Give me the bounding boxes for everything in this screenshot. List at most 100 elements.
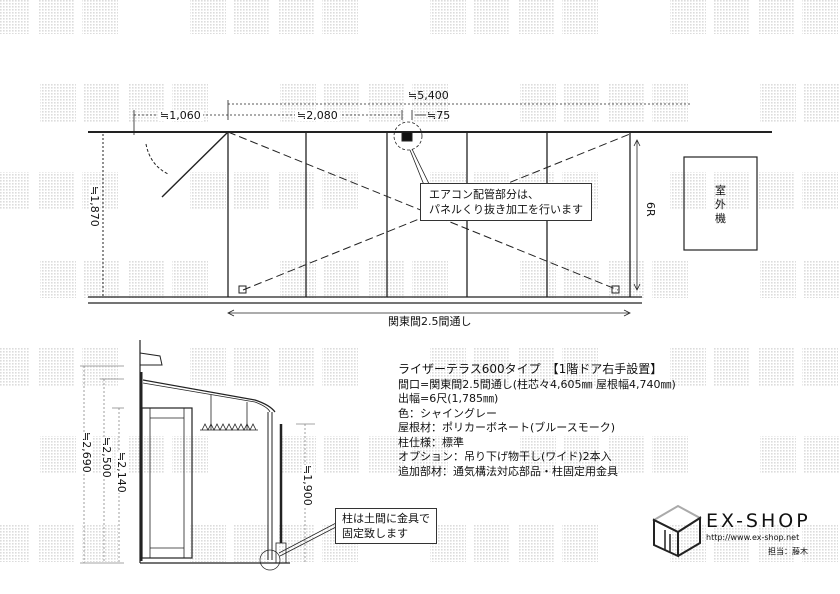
callout-text: 固定致します: [342, 527, 408, 540]
dim-6r: 6R: [644, 202, 657, 217]
watermark-glyph: [190, 0, 226, 34]
watermark-glyph: [670, 0, 706, 34]
watermark-tile: [430, 348, 598, 386]
watermark-glyph: [0, 172, 30, 210]
watermark-glyph: [0, 0, 30, 34]
watermark-tile: [40, 84, 208, 122]
watermark-glyph: [368, 436, 404, 474]
watermark-glyph: [518, 0, 554, 34]
spec-line: 間口=関東間2.5間通し(柱芯々4,605㎜ 屋根幅4,740㎜): [398, 377, 676, 391]
section-view: [80, 340, 337, 571]
watermark-tile: [280, 436, 448, 474]
watermark-glyph: [278, 0, 314, 34]
watermark-tile: [190, 348, 358, 386]
watermark-glyph: [40, 260, 76, 298]
watermark-glyph: [278, 348, 314, 386]
watermark-tile: [0, 172, 118, 210]
watermark-tile: [520, 260, 688, 298]
watermark-glyph: [234, 0, 270, 34]
watermark-glyph: [760, 84, 796, 122]
watermark-glyph: [82, 172, 118, 210]
dim-depth: ≒1,870: [88, 186, 101, 227]
callout-text: エアコン配管部分は、: [429, 188, 539, 201]
watermark-tile: [760, 84, 840, 122]
watermark-glyph: [608, 84, 644, 122]
watermark-glyph: [84, 260, 120, 298]
frontage-label: 関東間2.5間通し: [386, 315, 474, 328]
watermark-glyph: [190, 524, 226, 562]
watermark-glyph: [38, 0, 74, 34]
watermark-glyph: [758, 524, 794, 562]
watermark-glyph: [714, 0, 750, 34]
watermark-glyph: [190, 172, 226, 210]
watermark-glyph: [474, 348, 510, 386]
watermark-glyph: [172, 260, 208, 298]
watermark-glyph: [280, 260, 316, 298]
watermark-tile: [190, 0, 358, 34]
watermark-picture: [0, 0, 840, 562]
watermark-glyph: [670, 348, 706, 386]
watermark-glyph: [652, 260, 688, 298]
watermark-tile: [0, 524, 118, 562]
watermark-glyph: [368, 260, 404, 298]
watermark-glyph: [562, 524, 598, 562]
dim-door-offset: ≒1,060: [158, 109, 203, 122]
watermark-glyph: [38, 524, 74, 562]
watermark-glyph: [234, 348, 270, 386]
watermark-tile: [0, 348, 118, 386]
watermark-glyph: [802, 0, 838, 34]
watermark-tile: [280, 260, 448, 298]
dim-pipe-offset: ≒2,080: [295, 109, 340, 122]
spec-line: 出幅=6尺(1,785㎜): [398, 392, 499, 405]
watermark-glyph: [518, 524, 554, 562]
watermark-glyph: [714, 348, 750, 386]
ex-shop-logo-icon: [651, 504, 702, 558]
height-2500: ≒2,500: [100, 437, 113, 478]
watermark-glyph: [0, 348, 30, 386]
post-base: [611, 285, 620, 294]
watermark-glyph: [172, 436, 208, 474]
brand-url[interactable]: http://www.ex-shop.net: [706, 533, 800, 542]
height-2140: ≒2,140: [115, 452, 128, 493]
watermark-glyph: [760, 436, 796, 474]
door-swing-arc: [145, 143, 169, 175]
watermark-glyph: [128, 436, 164, 474]
watermark-glyph: [652, 84, 688, 122]
watermark-glyph: [608, 436, 644, 474]
watermark-glyph: [520, 260, 556, 298]
pipe-highlight-circle: [393, 121, 423, 151]
watermark-glyph: [562, 348, 598, 386]
callout-text: パネルくり抜き加工を行います: [429, 203, 583, 216]
watermark-glyph: [608, 260, 644, 298]
watermark-glyph: [474, 0, 510, 34]
dim-pipe-width: ≒75: [427, 109, 451, 122]
spec-line: 追加部材：通気構法対応部品・柱固定用金具: [398, 464, 618, 478]
dim-total-width: ≒5,400: [408, 89, 449, 102]
spec-line: 柱仕様：標準: [398, 435, 464, 449]
watermark-tile: [520, 436, 688, 474]
watermark-glyph: [324, 436, 360, 474]
watermark-glyph: [760, 260, 796, 298]
brand-name: EX-SHOP: [706, 510, 811, 532]
watermark-tile: [670, 348, 838, 386]
watermark-glyph: [802, 524, 838, 562]
watermark-glyph: [322, 172, 358, 210]
watermark-glyph: [412, 436, 448, 474]
watermark-glyph: [322, 348, 358, 386]
watermark-glyph: [322, 0, 358, 34]
watermark-tile: [760, 436, 840, 474]
height-2690: ≒2,690: [80, 432, 93, 473]
watermark-glyph: [82, 524, 118, 562]
watermark-glyph: [758, 0, 794, 34]
watermark-glyph: [802, 172, 838, 210]
watermark-glyph: [758, 172, 794, 210]
watermark-glyph: [82, 348, 118, 386]
staff-name: 担当：藤木: [768, 547, 808, 556]
watermark-tile: [670, 0, 838, 34]
spec-title: ライザーテラス600タイプ 【1階ドア右手設置】: [398, 362, 663, 376]
watermark-glyph: [714, 172, 750, 210]
watermark-tile: [40, 260, 208, 298]
watermark-glyph: [714, 524, 750, 562]
door-line: [161, 131, 229, 198]
